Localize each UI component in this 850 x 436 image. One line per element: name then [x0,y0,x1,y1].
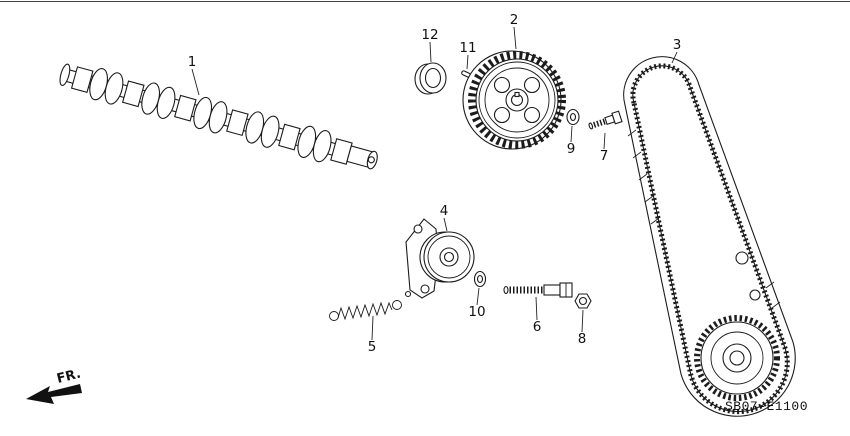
crankshaft-pulley [694,315,780,401]
diagram-code: SB07-E1100 [725,399,808,414]
callout-label: 8 [578,331,587,347]
callout-label: 7 [600,148,609,164]
callout-1: 1 [188,54,200,96]
callout-4: 4 [440,203,449,232]
callout-label: 6 [533,319,542,335]
callout-8: 8 [578,309,587,347]
fr-arrow-icon [26,384,82,404]
callout-6: 6 [533,296,542,335]
callout-label: 9 [567,141,576,157]
belt-cover-bosses [735,251,761,301]
belt-hatching [627,129,781,309]
callout-label: 2 [510,12,519,28]
washer [566,108,580,126]
bolt [588,110,623,130]
callout-label: 4 [440,203,449,219]
fr-direction: FR. [26,367,82,404]
callout-11: 11 [459,40,477,70]
callout-2: 2 [510,12,519,50]
callout-12: 12 [421,27,439,63]
belt-teeth [630,63,790,415]
callout-9: 9 [567,125,576,157]
washer [473,270,487,288]
oil-seal [414,62,447,95]
tensioner-pulley [419,231,475,283]
callout-label: 1 [188,54,197,70]
camshaft [59,63,378,170]
callout-label: 12 [421,27,438,43]
callout-5: 5 [368,315,377,355]
callout-3: 3 [671,37,682,64]
callout-label: 5 [368,339,377,355]
callout-label: 10 [468,304,485,320]
callout-7: 7 [600,132,609,164]
callout-label: 3 [673,37,682,53]
callout-label: 11 [459,40,476,56]
fr-label: FR. [55,367,82,387]
tensioner-spring [329,300,402,321]
camshaft-pulley [462,50,566,150]
nut [574,293,592,309]
callout-10: 10 [468,287,486,320]
timing-belt [623,56,796,417]
bolt [503,282,573,298]
pulley-teeth [468,51,566,149]
